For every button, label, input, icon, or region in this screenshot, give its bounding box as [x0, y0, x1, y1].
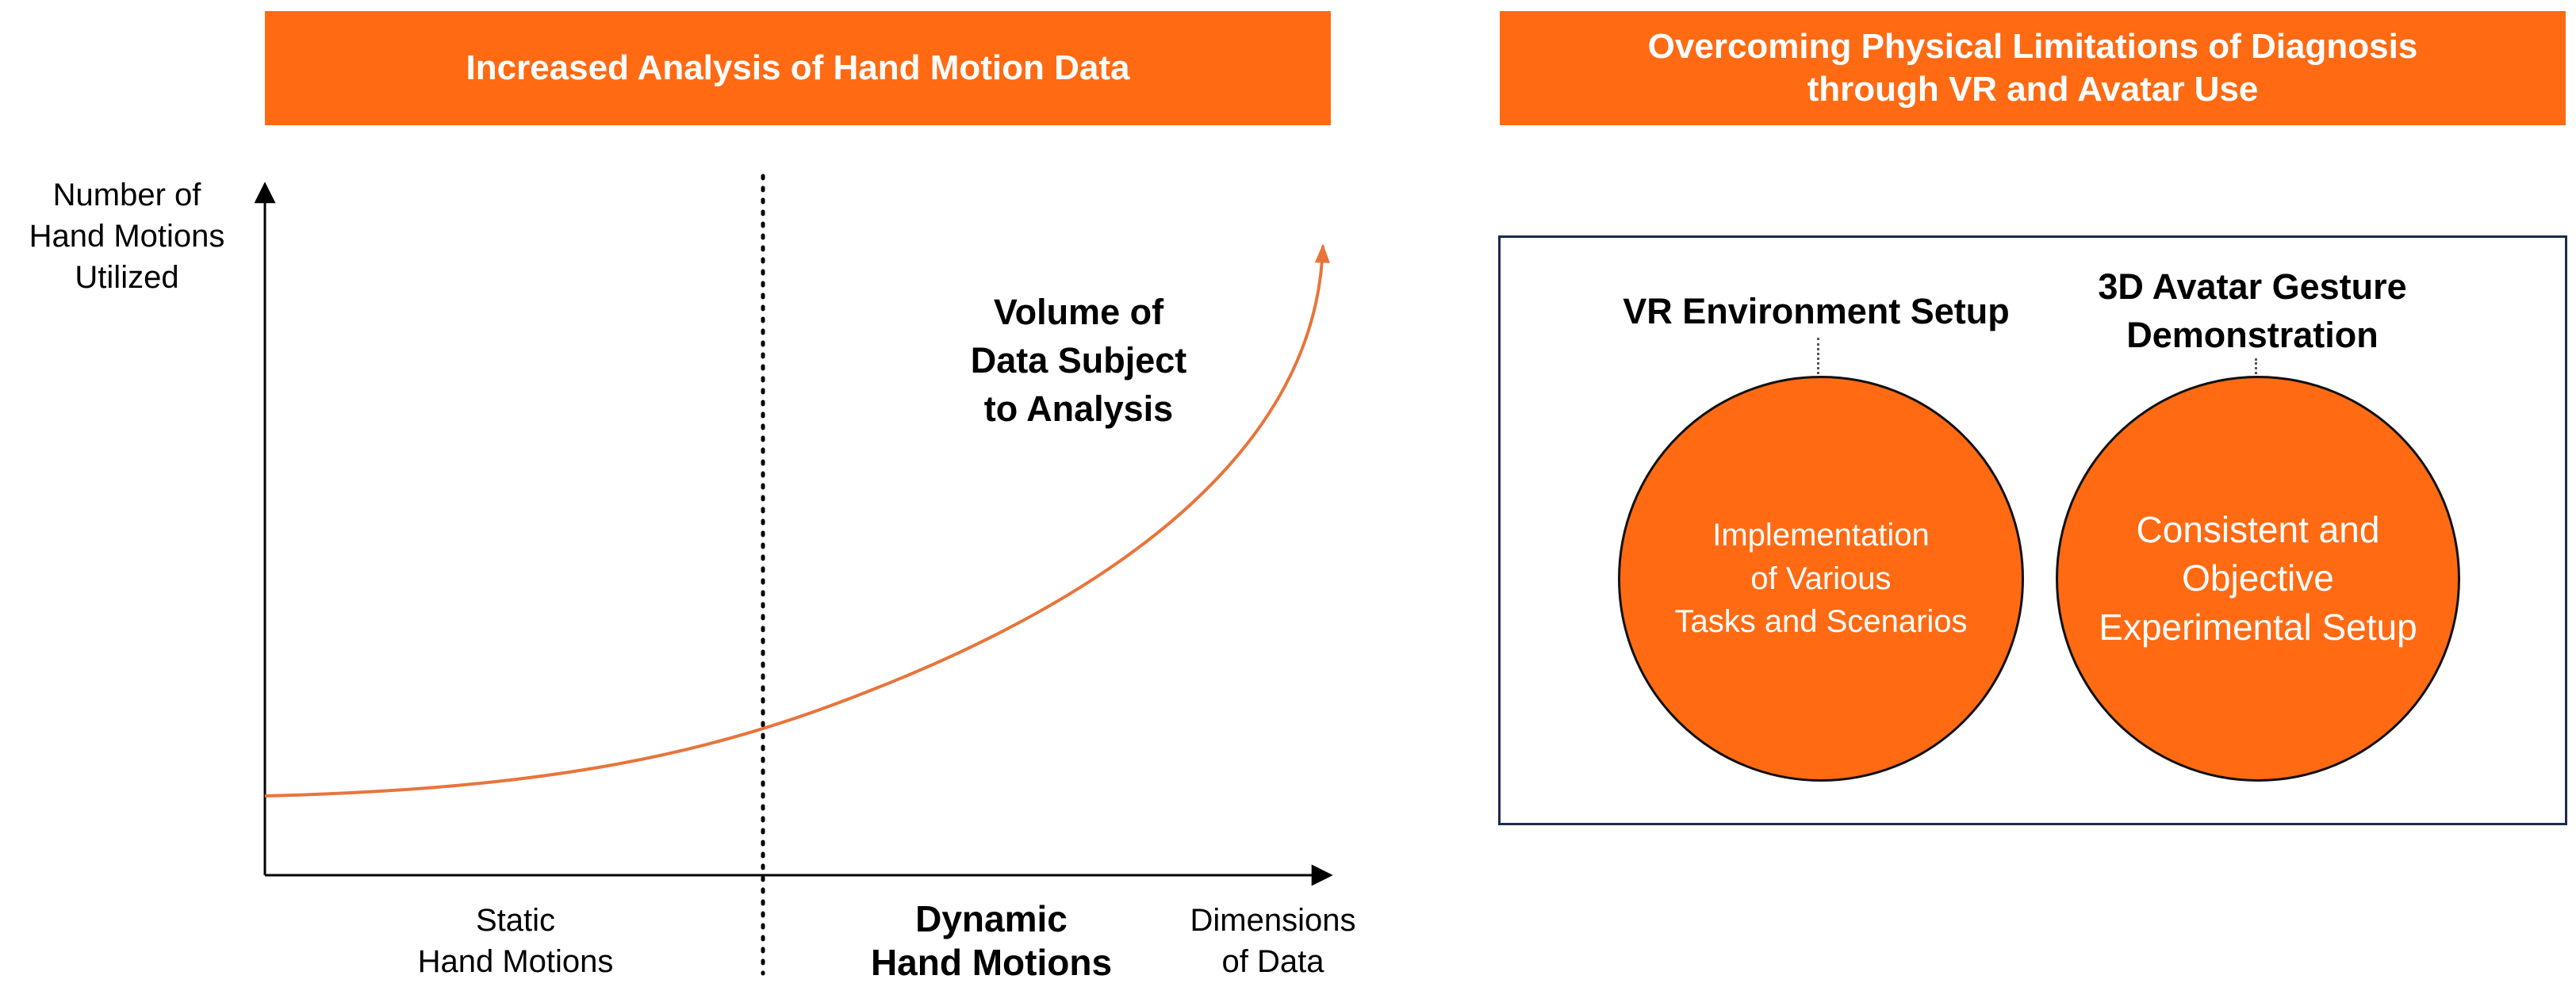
left-banner-title-text: Increased Analysis of Hand Motion Data — [466, 48, 1130, 88]
right-banner-title: Overcoming Physical Limitations of Diagn… — [1500, 11, 2566, 125]
dynamic-region-label: Dynamic Hand Motions — [833, 897, 1150, 985]
static-region-label-text: Static Hand Motions — [417, 903, 614, 979]
x-axis-label-text: Dimensions of Data — [1190, 903, 1356, 979]
avatar-demo-heading-text: 3D Avatar Gesture Demonstration — [2098, 266, 2407, 356]
curve-label: Volume of Data Subject to Analysis — [912, 288, 1245, 434]
avatar-demo-circle-text: Consistent and Objective Experimental Se… — [2099, 509, 2417, 648]
avatar-leader-line — [2255, 358, 2257, 379]
static-region-label: Static Hand Motions — [357, 900, 674, 982]
vr-setup-circle-text: Implementation of Various Tasks and Scen… — [1674, 518, 1968, 640]
right-banner-title-text: Overcoming Physical Limitations of Diagn… — [1647, 27, 2418, 109]
curve-label-text: Volume of Data Subject to Analysis — [970, 292, 1187, 430]
x-axis-label: Dimensions of Data — [1138, 900, 1408, 982]
avatar-demo-heading: 3D Avatar Gesture Demonstration — [2014, 262, 2490, 359]
vr-avatar-panel — [1498, 235, 2567, 825]
avatar-demo-circle: Consistent and Objective Experimental Se… — [2056, 376, 2460, 782]
left-banner-title: Increased Analysis of Hand Motion Data — [265, 11, 1331, 125]
y-axis-label: Number of Hand Motions Utilized — [0, 174, 254, 298]
dynamic-region-label-text: Dynamic Hand Motions — [870, 898, 1113, 984]
y-axis-label-text: Number of Hand Motions Utilized — [29, 178, 225, 295]
growth-curve — [264, 243, 1330, 798]
vr-setup-heading: VR Environment Setup — [1578, 287, 2054, 335]
vr-setup-heading-text: VR Environment Setup — [1623, 291, 2010, 331]
vr-setup-circle: Implementation of Various Tasks and Scen… — [1618, 376, 2024, 782]
vr-leader-line — [1817, 338, 1819, 379]
